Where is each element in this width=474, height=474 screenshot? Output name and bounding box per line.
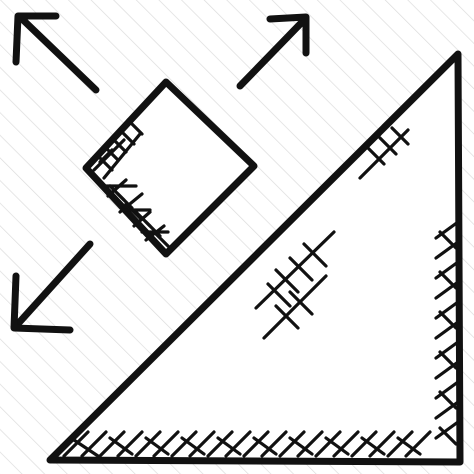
arrow-down-left-icon xyxy=(10,240,94,334)
square-hatching xyxy=(92,118,170,248)
triangle-right-hatching xyxy=(434,220,460,446)
arrow-up-left-icon xyxy=(12,12,100,94)
triangle-accent-hatching-middle xyxy=(254,230,336,340)
arrow-up-right-icon xyxy=(236,13,310,90)
triangle-accent-hatching-upper xyxy=(358,126,410,180)
triangle-bottom-hatching xyxy=(62,430,432,458)
right-triangle-icon xyxy=(46,50,464,466)
square-icon xyxy=(82,78,258,258)
